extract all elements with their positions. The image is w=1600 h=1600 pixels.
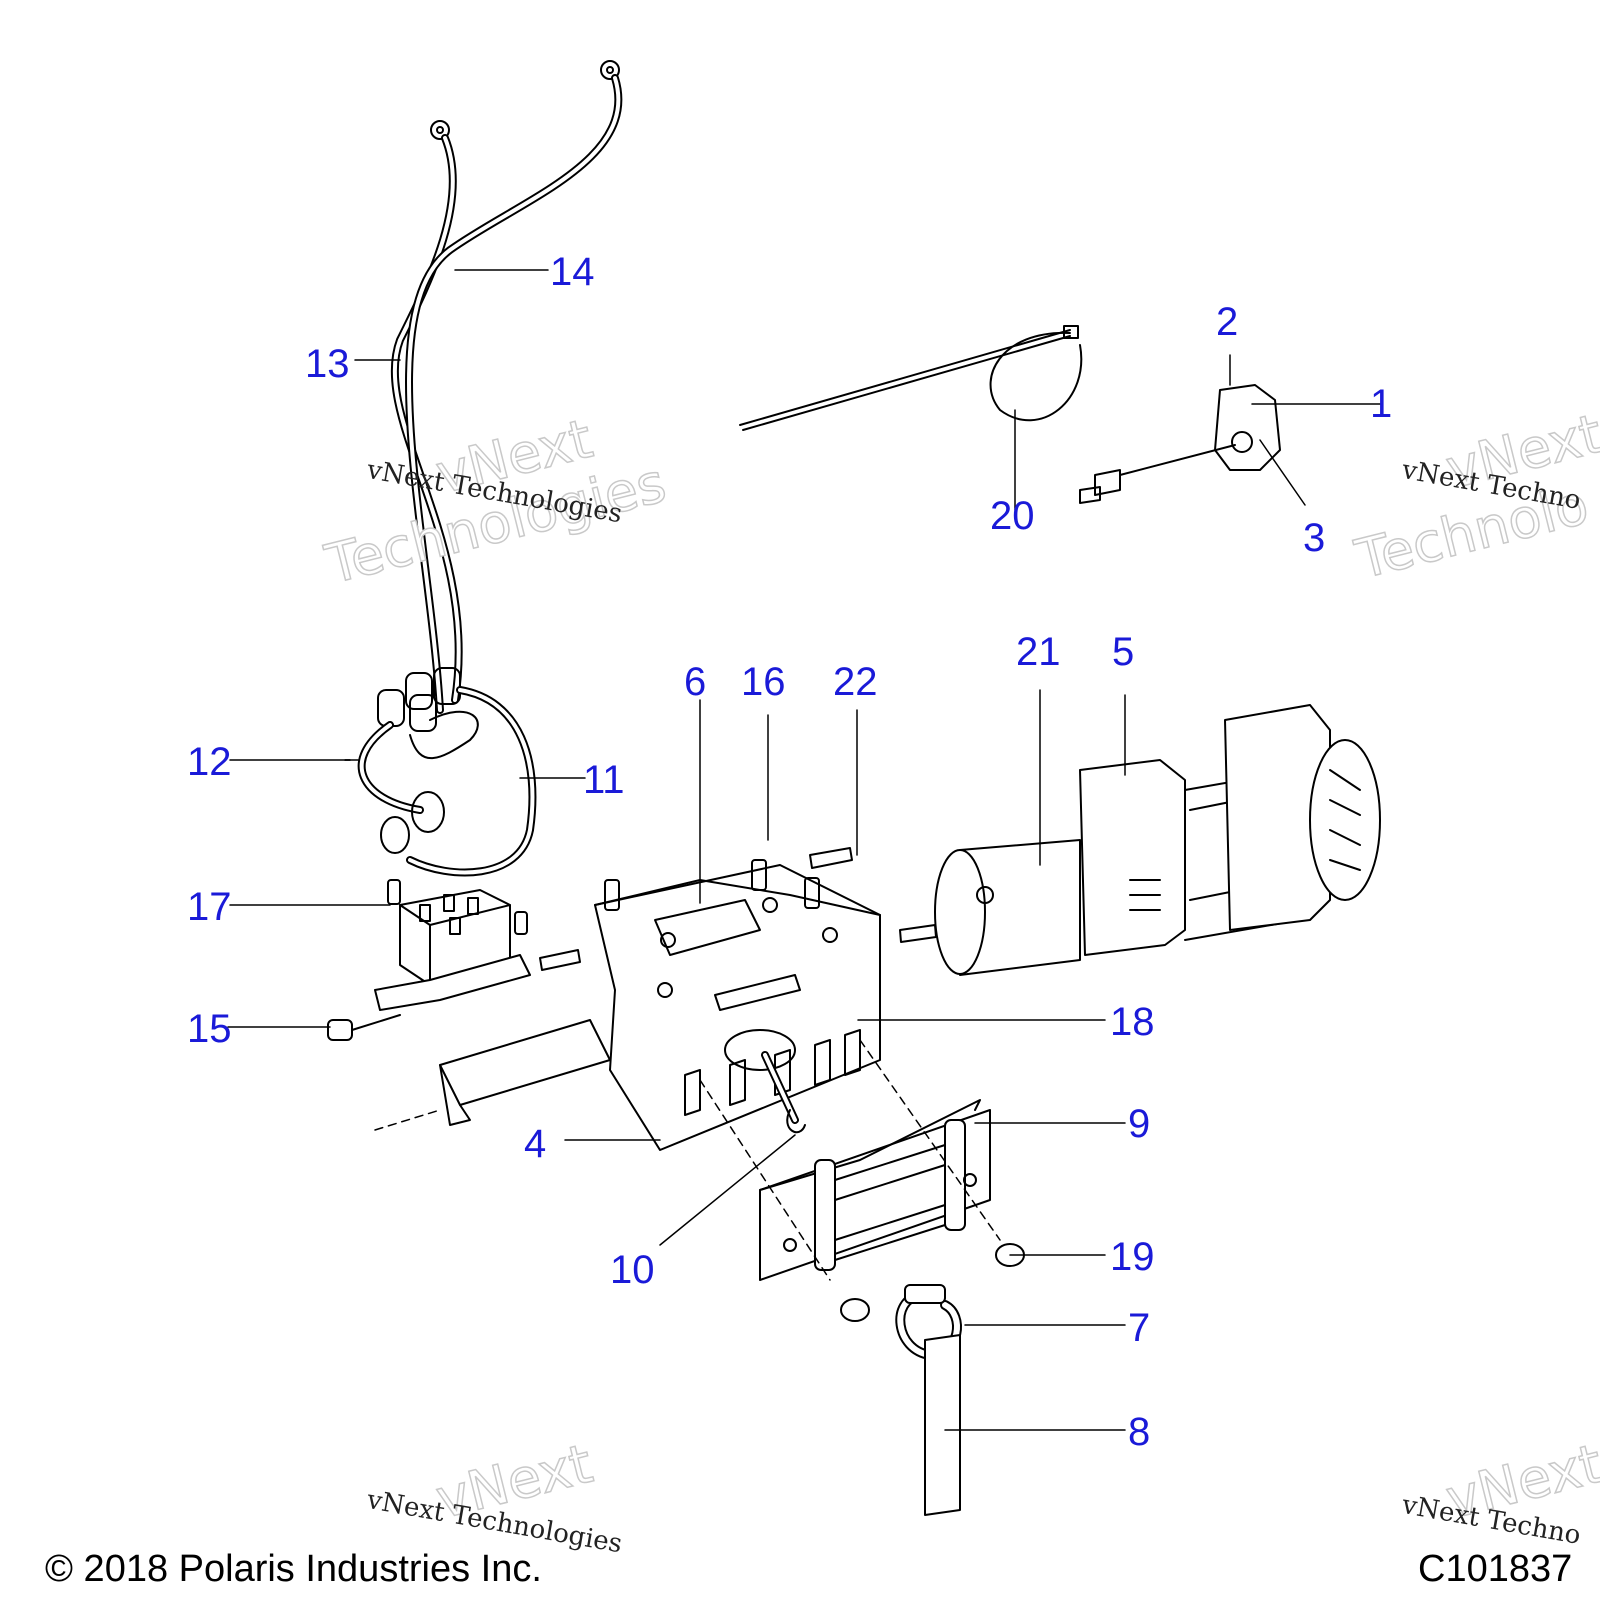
cable-tie [739, 325, 1083, 431]
callout-14: 14 [550, 250, 595, 294]
callout-9: 9 [1128, 1102, 1151, 1146]
callout-21: 21 [1016, 630, 1061, 674]
callout-18: 18 [1110, 1000, 1155, 1044]
callout-7: 7 [1128, 1306, 1151, 1350]
callout-11: 11 [583, 758, 625, 802]
hook-and-strap [761, 1051, 962, 1516]
callout-13: 13 [305, 342, 350, 386]
copyright-notice: © 2018 Polaris Industries Inc. [45, 1548, 542, 1590]
callout-16: 16 [741, 660, 786, 704]
assembly-lines [374, 1039, 1001, 1281]
callout-4: 4 [524, 1122, 547, 1166]
callout-19: 19 [1110, 1235, 1155, 1279]
callout-15: 15 [187, 1007, 232, 1051]
callout-6: 6 [684, 660, 707, 704]
winch-assembly [934, 704, 1381, 976]
callout-17: 17 [187, 885, 232, 929]
remote-switch [1079, 384, 1281, 504]
callout-1: 1 [1370, 382, 1393, 426]
callout-10: 10 [610, 1248, 655, 1292]
winch-solenoid [327, 879, 581, 1041]
callout-2: 2 [1216, 300, 1239, 344]
callout-5: 5 [1112, 630, 1135, 674]
terminal-wires [357, 667, 537, 877]
callout-3: 3 [1303, 516, 1326, 560]
roller-fairlead [759, 1099, 1025, 1322]
callout-8: 8 [1128, 1410, 1151, 1454]
leader-lines [227, 269, 1381, 1431]
battery-cables [390, 60, 623, 714]
callout-20: 20 [990, 494, 1035, 538]
drawing-code: C101837 [1418, 1548, 1573, 1590]
callout-22: 22 [833, 660, 878, 704]
callout-12: 12 [187, 740, 232, 784]
winch-mount-plate [439, 847, 937, 1151]
